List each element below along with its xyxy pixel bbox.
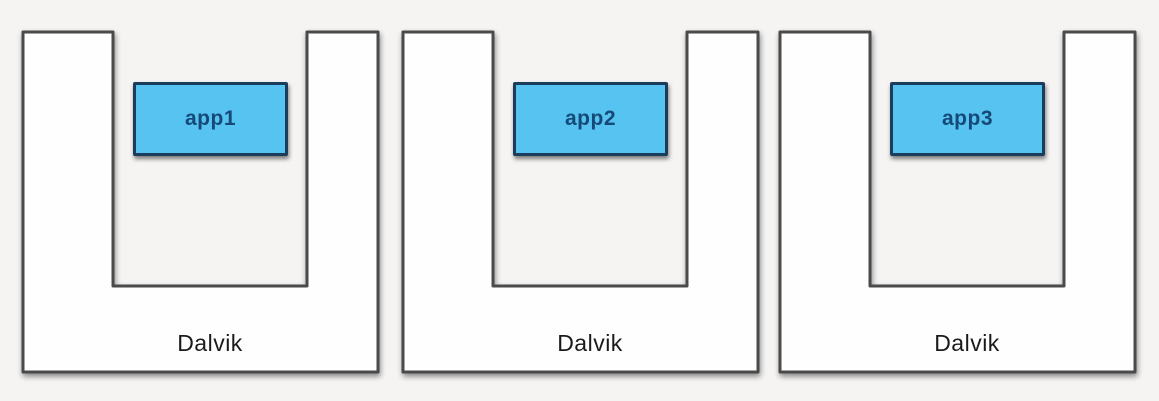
u-shape-container-1: [21, 30, 380, 374]
dalvik-label-3: Dalvik: [934, 330, 1000, 356]
dalvik-vm-1: app1 Dalvik: [21, 30, 380, 374]
dalvik-vm-2: app2 Dalvik: [401, 30, 760, 374]
u-shape-container-2: [401, 30, 760, 374]
app2-box: app2: [513, 82, 668, 156]
app1-box: app1: [133, 82, 288, 156]
dalvik-label-1: Dalvik: [177, 330, 243, 356]
app1-label: app1: [184, 107, 236, 130]
dalvik-label-2: Dalvik: [557, 330, 623, 356]
u-shape-container-3: [778, 30, 1137, 374]
dalvik-vm-3: app3 Dalvik: [778, 30, 1137, 374]
app2-label: app2: [564, 107, 616, 130]
app3-box: app3: [890, 82, 1045, 156]
app3-label: app3: [941, 107, 993, 130]
